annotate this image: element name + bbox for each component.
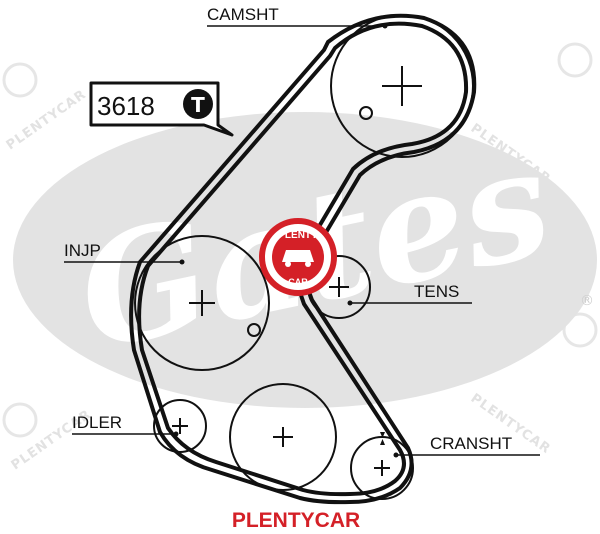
label-idler: IDLER — [72, 413, 122, 432]
water-pump-pulley-circle — [229, 383, 337, 491]
camshaft-pulley-circle — [330, 14, 474, 158]
camshaft-pulley-center-icon — [382, 66, 422, 106]
crankshaft-center-icon — [374, 460, 390, 476]
pulleys — [134, 14, 474, 500]
gates-registered-mark: ® — [580, 293, 594, 309]
label-cransht: CRANSHT — [430, 434, 512, 453]
crankshaft-pulley — [350, 432, 414, 500]
water-pump-pulley — [229, 383, 337, 491]
watermark-ring-4 — [562, 312, 598, 348]
idler-pulley — [153, 399, 207, 453]
part-number-badge: 3618 T — [89, 81, 234, 137]
injection-pump-center-icon — [189, 290, 215, 316]
seal-top-text: PLENTY — [278, 230, 318, 241]
water-pump-center-icon — [273, 427, 293, 447]
crankshaft-pulley-circle — [350, 436, 414, 500]
idler-center-icon — [172, 418, 188, 434]
watermark-ring-1 — [2, 62, 38, 98]
seal-bottom-text: CAR — [288, 277, 308, 287]
seal-car-wheel-right-icon — [305, 261, 311, 267]
tensioner-center-icon — [329, 277, 349, 297]
seal-car-icon — [282, 250, 314, 262]
part-number-text: 3618 — [97, 91, 155, 121]
footer-brand-text: PLENTYCAR — [232, 509, 360, 532]
idler-pulley-circle — [153, 399, 207, 453]
watermark-ring-3 — [2, 402, 38, 438]
plentycar-seal: PLENTY CAR — [259, 218, 337, 296]
injection-pump-pulley-circle — [134, 235, 270, 371]
part-type-letter: T — [191, 93, 205, 117]
camshaft-pulley — [330, 14, 474, 158]
label-camsht: CAMSHT — [207, 5, 279, 24]
seal-car-wheel-left-icon — [285, 261, 291, 267]
label-tens: TENS — [414, 282, 459, 301]
injection-pump-timing-mark-icon — [247, 323, 261, 337]
leader-dots — [173, 23, 399, 458]
camshaft-timing-mark-icon — [359, 106, 373, 120]
injection-pump-pulley — [134, 235, 270, 371]
belt-inner-strand — [137, 21, 469, 497]
leader-lines — [64, 25, 540, 456]
crankshaft-timing-arrows-icon — [380, 432, 385, 445]
watermark-ring-2 — [557, 42, 593, 78]
part-type-circle-icon — [183, 89, 213, 119]
label-injp: INJP — [64, 241, 101, 260]
